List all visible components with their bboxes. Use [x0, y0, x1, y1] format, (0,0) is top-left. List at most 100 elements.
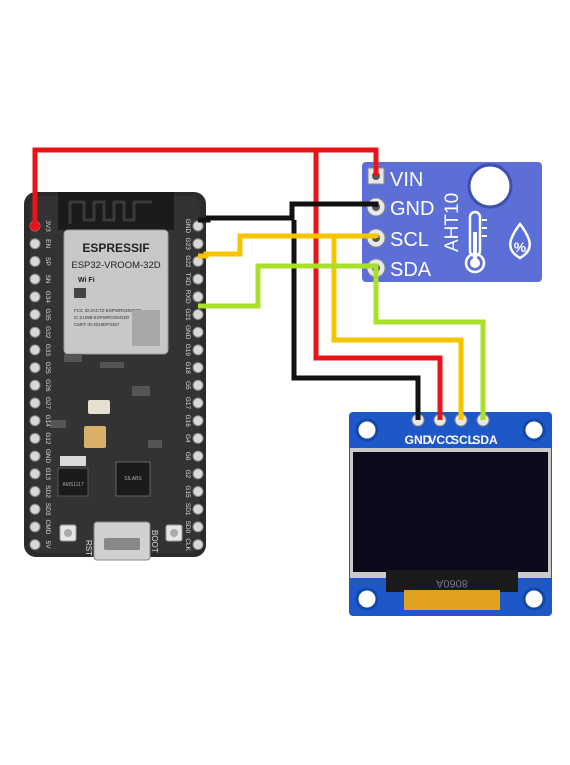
esp32-left-pin-label: G14 [44, 415, 51, 428]
oled-label-sda: SDA [472, 433, 498, 447]
esp32-left-pin[interactable] [29, 326, 41, 338]
esp32-right-pin-label: G2 [184, 469, 191, 478]
esp32-left-pin[interactable] [29, 379, 41, 391]
esp32-right-pin[interactable] [192, 397, 204, 409]
esp32-right-pin-label: G0 [184, 452, 191, 461]
esp32-left-pin[interactable] [29, 450, 41, 462]
oled-flex-cable [386, 570, 518, 592]
esp32-left-pin-label: G12 [44, 432, 51, 445]
esp32-right-pin-label: G22 [184, 255, 191, 268]
chip-label: SILABS [124, 476, 142, 482]
esp32-left-pin-label: EN [44, 239, 51, 248]
left-pin-labels: 3V3ENSPSNG34G35G32G33G25G26G27G14G12GNDG… [44, 220, 51, 549]
wire-sda-oled [373, 268, 486, 420]
esp-wire-ends [30, 221, 40, 231]
esp32-right-pin-label: G5 [184, 381, 191, 390]
esp32-left-pin-label: 5V [44, 541, 51, 550]
esp32-left-pin[interactable] [29, 432, 41, 444]
oled-flex-tape [404, 590, 500, 610]
esp32-right-pin[interactable] [192, 309, 204, 320]
oled-screen [353, 452, 548, 572]
esp32-right-pin[interactable] [192, 415, 204, 427]
esp32-left-pin[interactable] [29, 255, 41, 267]
esp32-right-pin[interactable] [192, 503, 204, 515]
wire-sda-aht10 [198, 263, 379, 309]
wire-power-aht10 [32, 147, 379, 226]
esp32-right-pin[interactable] [192, 362, 204, 374]
esp32-left-pin-label: SD3 [44, 503, 51, 516]
esp32-left-pin-label: G34 [44, 291, 51, 304]
esp32-left-pin[interactable] [29, 539, 41, 551]
esp32-right-pin-label: G23 [184, 238, 191, 251]
aht10-label-sda: SDA [390, 259, 432, 281]
esp32-left-pin[interactable] [29, 344, 41, 356]
esp32-left-pin-label: G27 [44, 397, 51, 410]
oled-board: GND VCC SCL SDA 8060A [349, 412, 552, 616]
module-model: ESP32-VROOM-32D [71, 260, 160, 271]
esp32-right-pin-label: SD0 [184, 521, 191, 534]
esp32-left-pin[interactable] [29, 415, 41, 427]
esp32-right-pin[interactable] [192, 273, 204, 285]
cert-line-1: FCC ID:2AC7Z-ESPWROOM32D [74, 308, 142, 313]
esp32-right-pin[interactable] [192, 238, 204, 250]
esp32-left-pin[interactable] [29, 362, 41, 374]
esp32-right-pin-label: CLK [184, 538, 191, 551]
humidity-drop-icon: % [509, 221, 531, 260]
aht10-board: VIN GND SCL SDA AHT10 % [362, 162, 542, 282]
esp32-right-pin[interactable] [192, 521, 204, 533]
aht10-name: AHT10 [442, 193, 463, 252]
esp32-right-pin[interactable] [192, 539, 204, 551]
wire-power-oled [313, 150, 443, 420]
esp32-left-pin[interactable] [29, 291, 41, 303]
esp32-left-pin-label: G35 [44, 308, 51, 321]
esp32-left-pin-label: GND [44, 449, 51, 464]
esp32-left-pin[interactable] [29, 273, 41, 285]
oled-mount-hole-bl [355, 587, 379, 611]
thermometer-icon [464, 210, 487, 274]
wire-scl-oled [331, 238, 464, 420]
esp32-left-pin[interactable] [29, 238, 41, 250]
esp32-right-pin-label: G18 [184, 361, 191, 374]
esp32-left-pin[interactable] [29, 309, 41, 320]
esp32-right-pin-label: G21 [184, 308, 191, 321]
aht10-label-vin: VIN [390, 169, 423, 191]
antenna-area [58, 192, 174, 230]
esp32-right-pin-label: GND [184, 219, 191, 234]
esp32-left-pin[interactable] [29, 521, 41, 533]
humidity-symbol: % [514, 239, 527, 255]
esp32-right-pin-label: G4 [184, 434, 191, 443]
right-pin-labels: GNDG23G22TXDRXDG21GNDG19G18G5G17G16G4G0G… [184, 219, 191, 552]
esp32-left-pin-label: SN [44, 275, 51, 284]
esp32-right-pin[interactable] [192, 450, 204, 462]
oled-mount-hole-tl [355, 418, 379, 442]
esp32-right-pin[interactable] [192, 432, 204, 444]
esp32-right-pin[interactable] [192, 326, 204, 338]
esp32-right-pin[interactable] [192, 291, 204, 303]
esp32-right-pin-label: TXD [184, 273, 191, 286]
esp32-right-pin[interactable] [192, 468, 204, 480]
esp32-left-pin[interactable] [29, 397, 41, 409]
esp32-left-pin-label: SD2 [44, 485, 51, 498]
esp32-right-pin[interactable] [192, 379, 204, 391]
regulator-label: AMS1117 [62, 482, 83, 488]
esp32-right-pin-label: G17 [184, 397, 191, 410]
wire-ground-aht10 [198, 201, 379, 223]
esp32-right-pin[interactable] [192, 486, 204, 497]
esp32-left-pin-label: 3V3 [44, 220, 51, 232]
wires [32, 147, 486, 420]
espressif-logo-text: ESPRESSIF [82, 241, 149, 255]
esp32-right-pin[interactable] [192, 344, 204, 356]
cert-line-3: CMIIT ID:2019DP3357 [74, 322, 120, 327]
regulator [57, 467, 89, 497]
esp32-left-pin-label: G26 [44, 379, 51, 392]
esp32-left-pin[interactable] [29, 486, 41, 497]
esp32-right-pin-label: G15 [184, 485, 191, 498]
aht10-label-gnd: GND [390, 198, 434, 220]
esp32-left-pin-label: G33 [44, 344, 51, 357]
esp32-left-pin[interactable] [29, 468, 41, 480]
esp32-left-pin[interactable] [29, 503, 41, 515]
wire-scl-aht10 [198, 233, 379, 259]
esp32-right-pin-label: G19 [184, 344, 191, 357]
cert-line-2: IC:21098-ESPWROOM32D [74, 315, 130, 320]
oled-flex-label: 8060A [435, 577, 467, 589]
